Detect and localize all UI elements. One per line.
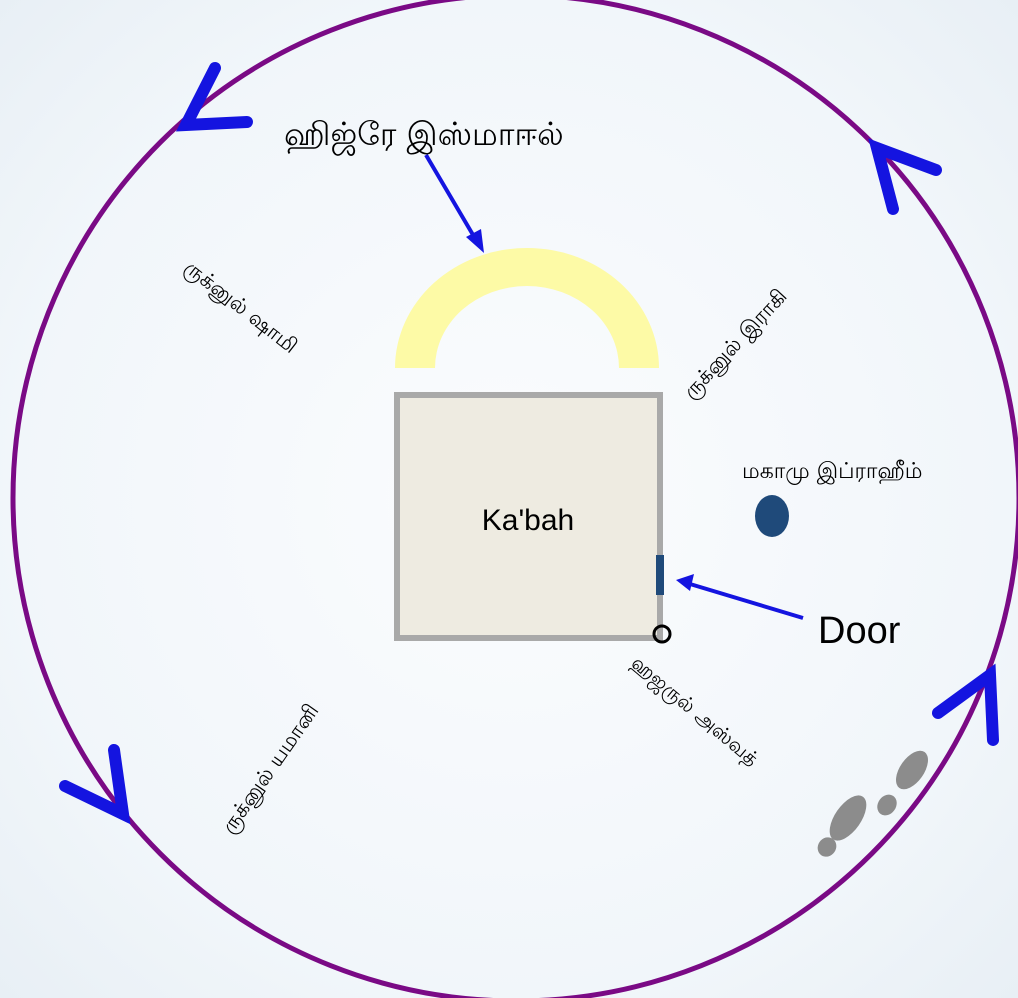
kabah-door <box>656 555 664 595</box>
kabah-building <box>394 392 663 641</box>
kabah-label: Ka'bah <box>482 504 574 537</box>
maqam-ibrahim-label: மகாமு இப்ராஹீம் <box>742 459 922 485</box>
direction-arrow-top-left <box>175 62 253 132</box>
direction-arrow-bottom-left <box>59 744 131 825</box>
direction-arrow-top-right <box>868 138 942 215</box>
hijr-pointer-arrow <box>424 153 484 253</box>
maqam-ibrahim-marker <box>755 495 789 537</box>
footprints-icon <box>817 750 928 857</box>
door-label: Door <box>818 610 901 652</box>
hajar-aswad-label: ஹஜருல் அஸ்வத் <box>626 650 764 772</box>
rukn-yamani-label: ருக்னுல் யமானி <box>216 699 324 838</box>
rukn-shami-label: ருக்னுல் ஷாமி <box>179 255 302 359</box>
hijr-ismail-label: ஹிஜ்ரே இஸ்மாஈல் <box>284 115 564 156</box>
direction-arrow-right <box>932 663 999 746</box>
rukn-iraqi-label: ருக்னுல் இராகி <box>678 284 792 404</box>
hijr-ismail-arc <box>395 248 659 368</box>
tawaf-circle <box>10 0 1018 998</box>
hajar-aswad-marker <box>652 624 672 644</box>
door-pointer-arrow <box>676 574 804 620</box>
